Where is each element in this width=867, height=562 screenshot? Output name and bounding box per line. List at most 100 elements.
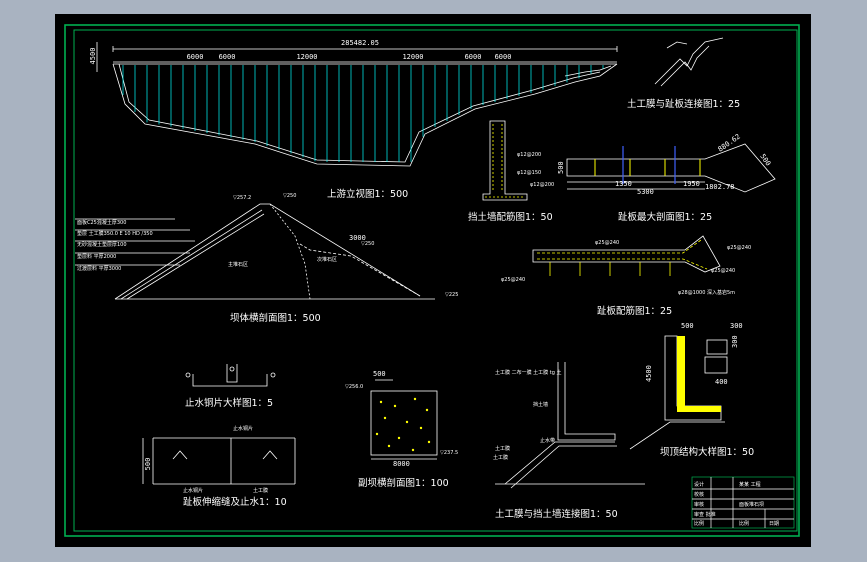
waterstop-detail	[185, 364, 276, 387]
spillway-width-dim: 8000	[393, 460, 410, 468]
membrane2-note-1: 土工膜 二布一膜 土工膜 tg 土	[495, 369, 562, 376]
el-mid: ▽250	[361, 241, 374, 247]
tb-scale: 比例	[739, 520, 749, 527]
elevation-span-1: 6000	[187, 53, 204, 61]
elevation-height-dim: 4500	[89, 48, 97, 65]
membrane2-note-2: 挡土墙	[533, 401, 548, 408]
crest-dim: 3000	[349, 234, 366, 242]
membrane2-note-5: 土工膜	[493, 454, 508, 461]
slab-dim-3: 5300	[637, 188, 654, 196]
spillway-top-dim: 500	[373, 370, 386, 378]
layer-label-1: 面板C25混凝土厚300	[77, 219, 126, 226]
upstream-elevation	[96, 42, 618, 167]
spillway-el-bot: ▽237.5	[440, 450, 458, 456]
elevation-ribs	[122, 65, 604, 162]
elevation-title: 上游立视图1：500	[327, 188, 408, 200]
membrane-slab-connection	[654, 37, 724, 87]
slab-dim-7: 500	[758, 153, 772, 168]
zone-main-label: 主堆石区	[228, 261, 248, 268]
membrane2-title: 土工膜与挡土墙连接图1：50	[495, 508, 618, 520]
spillway-aggregate	[375, 397, 431, 452]
rebar-label-4: φ25@240	[501, 277, 525, 283]
tb-drawing: 面板堆石坝	[739, 501, 764, 508]
title-block	[691, 476, 795, 529]
crest-title: 坝顶结构大样图1：50	[660, 446, 754, 458]
aggregate-dot	[397, 436, 401, 440]
elevation-span-2: 6000	[219, 53, 236, 61]
slab-dim-1: 1350	[615, 180, 632, 188]
elevation-span-4: 12000	[402, 53, 423, 61]
joint-title: 趾板伸缩缝及止水1：10	[183, 496, 287, 508]
spillway-section	[370, 379, 438, 460]
aggregate-dot	[419, 426, 423, 430]
slab-title: 趾板最大剖面图1：25	[618, 211, 712, 223]
aggregate-dot	[413, 397, 417, 401]
spillway-el-top: ▽256.0	[345, 384, 363, 390]
slab-dim-5: 500	[557, 161, 565, 174]
el-crest: ▽257.2	[233, 195, 251, 201]
rebar-title: 趾板配筋图1：25	[597, 305, 672, 317]
layer-label-4: 垫层料 平厚2000	[77, 253, 116, 260]
tb-date: 日期	[769, 521, 779, 527]
aggregate-dot	[411, 448, 415, 452]
tb-project: 某某 工程	[739, 481, 761, 488]
joint-note-1: 止水铜片	[233, 425, 253, 432]
dam-section	[75, 203, 435, 300]
wall-label-1: φ12@200	[517, 152, 541, 158]
slab-yellow-marks	[594, 159, 701, 176]
section-title: 坝体横剖面图1：500	[230, 312, 321, 324]
rebar-anchor-label: φ28@1000 深入基岩5m	[678, 289, 735, 296]
retaining-wall	[482, 120, 528, 201]
wall-title: 挡土墙配筋图1：50	[468, 211, 553, 223]
layer-label-2: 垫层 土工膜350.0 E 10 HD /350	[77, 230, 153, 237]
cad-drawing: 285482.05 6000 6000 12000 12000 6000 600…	[64, 24, 800, 537]
zone-secondary-label: 次堆石区	[317, 256, 337, 263]
crest-dim-1: 500	[681, 322, 694, 330]
crest-dim-2: 300	[730, 322, 743, 330]
elevation-total-dim: 285482.05	[341, 39, 379, 47]
joint-note-2: 止水铜片	[183, 487, 203, 494]
expansion-joint	[142, 437, 296, 485]
spillway-title: 副坝横剖面图1：100	[358, 477, 449, 489]
drawing-sheet: 285482.05 6000 6000 12000 12000 6000 600…	[55, 14, 811, 547]
wall-label-2: φ12@150	[517, 170, 541, 176]
membrane1-title: 土工膜与趾板连接图1：25	[627, 98, 740, 110]
membrane2-note-3: 止水带	[540, 437, 555, 444]
aggregate-dot	[375, 432, 379, 436]
aggregate-dot	[405, 420, 409, 424]
aggregate-dot	[425, 408, 429, 412]
rebar-label-2: φ25@240	[727, 245, 751, 251]
crest-dim-5: 300	[731, 335, 739, 348]
membrane-wall-connection	[495, 362, 645, 489]
membrane2-note-4: 土工膜	[495, 445, 510, 452]
slab-dim-6: 880.62	[717, 133, 742, 154]
tb-row-1: 设计	[694, 481, 704, 488]
joint-dim: 500	[144, 458, 152, 471]
tb-row-5: 比例	[694, 520, 704, 527]
layer-label-5: 过渡层料 平厚3000	[77, 265, 121, 272]
el-right: ▽250	[283, 193, 296, 199]
outer-frame	[64, 24, 800, 537]
slab-dim-4: 1802.78	[705, 183, 735, 191]
joint-note-3: 土工膜	[253, 487, 268, 494]
crest-dim-4: 400	[715, 378, 728, 386]
crest-rebar	[677, 336, 721, 412]
waterstop-title: 止水铜片大样图1：5	[185, 397, 273, 409]
crest-dim-3: 4500	[645, 365, 653, 382]
inner-frame	[73, 29, 798, 532]
el-base: ▽225	[445, 292, 458, 298]
wall-label-3: φ12@200	[530, 182, 554, 188]
layer-label-3: 无砂混凝土垫层厚100	[77, 241, 127, 248]
aggregate-dot	[393, 404, 397, 408]
slab-anchor-rebars	[622, 146, 676, 184]
aggregate-dot	[383, 416, 387, 420]
elevation-span-6: 6000	[495, 53, 512, 61]
tb-row-3: 审核	[694, 501, 704, 508]
aggregate-dot	[427, 440, 431, 444]
elevation-span-5: 6000	[465, 53, 482, 61]
tb-row-4: 审查 批准	[694, 511, 716, 518]
elevation-span-3: 12000	[296, 53, 317, 61]
tb-row-2: 校核	[694, 491, 704, 498]
aggregate-dot	[379, 400, 383, 404]
slab-rebar	[532, 235, 721, 276]
